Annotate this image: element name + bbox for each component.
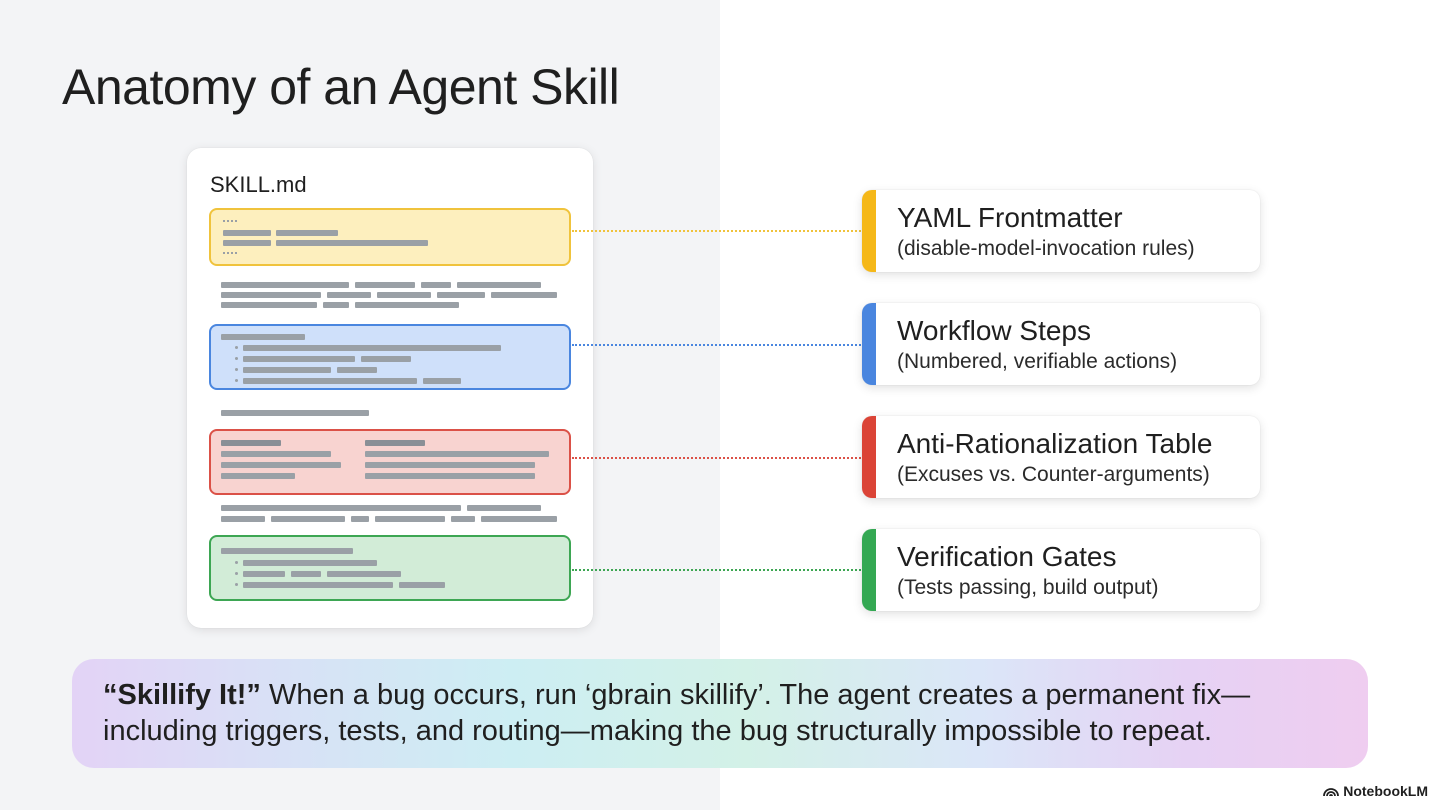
placeholder-line [221, 516, 265, 522]
placeholder-line [323, 302, 349, 308]
placeholder-line [221, 505, 461, 511]
callout-anti-rationalization: Anti-Rationalization Table (Excuses vs. … [862, 416, 1260, 498]
placeholder-line [276, 230, 338, 236]
skillify-banner: “Skillify It!” When a bug occurs, run ‘g… [72, 659, 1368, 768]
frontmatter-block [209, 208, 571, 266]
connector-yaml [572, 230, 864, 232]
callout-title: Anti-Rationalization Table [897, 428, 1213, 459]
placeholder-line [276, 240, 428, 246]
document-filename: SKILL.md [210, 172, 307, 197]
placeholder-line [365, 462, 535, 468]
placeholder-line [221, 462, 341, 468]
callout-accent [862, 190, 876, 272]
placeholder-line [243, 356, 355, 362]
banner-body: When a bug occurs, run ‘gbrain skillify’… [103, 679, 1251, 747]
placeholder-line [243, 367, 331, 373]
workflow-block [209, 324, 571, 390]
connector-workflow [572, 344, 864, 346]
placeholder-line [355, 282, 415, 288]
placeholder-line [365, 451, 549, 457]
list-bullet [235, 379, 238, 382]
placeholder-line [243, 571, 285, 577]
slide-title: Anatomy of an Agent Skill [62, 59, 620, 115]
placeholder-line [221, 440, 281, 446]
placeholder-line [437, 292, 485, 298]
callout-subtitle: (Excuses vs. Counter-arguments) [897, 463, 1210, 486]
callout-title: Verification Gates [897, 541, 1117, 572]
placeholder-line [221, 548, 353, 554]
placeholder-line [221, 334, 305, 340]
callout-workflow-steps: Workflow Steps (Numbered, verifiable act… [862, 303, 1260, 385]
placeholder-line [423, 378, 461, 384]
placeholder-line [361, 356, 411, 362]
placeholder-line [365, 473, 535, 479]
placeholder-line [337, 367, 377, 373]
callout-subtitle: (Numbered, verifiable actions) [897, 350, 1178, 373]
callout-subtitle: (disable-model-invocation rules) [897, 237, 1195, 260]
placeholder-line [243, 345, 501, 351]
placeholder-line [221, 292, 321, 298]
banner-lead: “Skillify It!” [103, 679, 261, 711]
callout-title: YAML Frontmatter [897, 202, 1123, 233]
callout-accent [862, 303, 876, 385]
list-bullet [235, 346, 238, 349]
placeholder-line [355, 302, 459, 308]
placeholder-line [221, 282, 349, 288]
list-bullet [235, 368, 238, 371]
skill-document-card: SKILL.md [187, 148, 593, 628]
placeholder-line [451, 516, 475, 522]
placeholder-line [351, 516, 369, 522]
placeholder-line [421, 282, 451, 288]
placeholder-line [457, 282, 541, 288]
placeholder-line [467, 505, 541, 511]
banner-text: “Skillify It!” When a bug occurs, run ‘g… [103, 677, 1343, 749]
notebooklm-watermark: NotebookLM [1323, 783, 1428, 799]
placeholder-line [221, 473, 295, 479]
placeholder-line [377, 292, 431, 298]
placeholder-line [223, 230, 271, 236]
placeholder-line [291, 571, 321, 577]
list-bullet [235, 583, 238, 586]
placeholder-line [223, 240, 271, 246]
placeholder-line [399, 582, 445, 588]
anti-rationalization-block [209, 429, 571, 495]
callout-verification-gates: Verification Gates (Tests passing, build… [862, 529, 1260, 611]
connector-anti-rationalization [572, 457, 864, 459]
placeholder-line [327, 571, 401, 577]
list-bullet [235, 357, 238, 360]
placeholder-line [491, 292, 557, 298]
connector-verification [572, 569, 864, 571]
placeholder-line [481, 516, 557, 522]
placeholder-line [243, 560, 377, 566]
placeholder-line [243, 582, 393, 588]
placeholder-line [221, 451, 331, 457]
frontmatter-delimiter [223, 220, 237, 224]
placeholder-line [375, 516, 445, 522]
callout-accent [862, 529, 876, 611]
placeholder-line [221, 302, 317, 308]
callout-yaml-frontmatter: YAML Frontmatter (disable-model-invocati… [862, 190, 1260, 272]
placeholder-line [271, 516, 345, 522]
placeholder-line [365, 440, 425, 446]
notebooklm-logo-icon [1323, 788, 1340, 797]
callout-accent [862, 416, 876, 498]
placeholder-line [327, 292, 371, 298]
callout-title: Workflow Steps [897, 315, 1091, 346]
list-bullet [235, 572, 238, 575]
watermark-label: NotebookLM [1343, 783, 1428, 799]
verification-block [209, 535, 571, 601]
frontmatter-delimiter [223, 252, 237, 256]
placeholder-line [221, 410, 369, 416]
list-bullet [235, 561, 238, 564]
placeholder-line [243, 378, 417, 384]
callout-subtitle: (Tests passing, build output) [897, 576, 1159, 599]
